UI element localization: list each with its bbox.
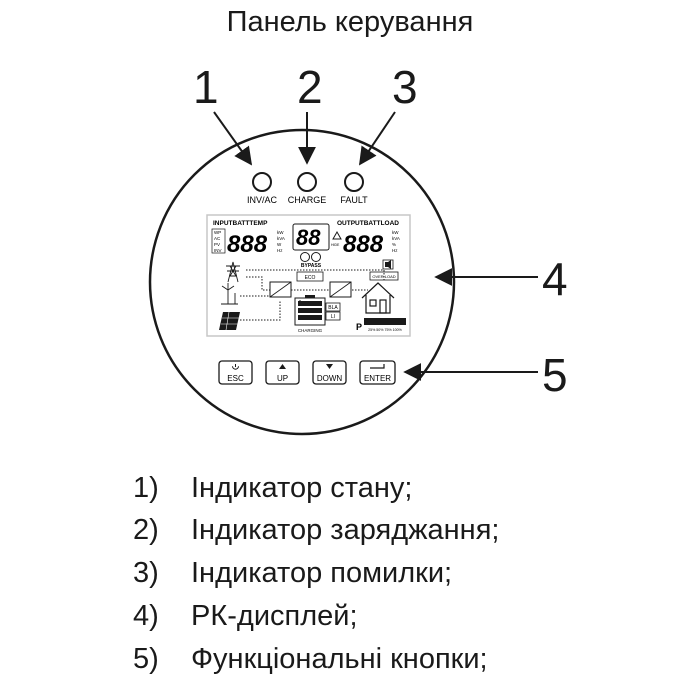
unit-right-kw: kW [392,230,399,235]
legend-item-5: 5) Функціональні кнопки; [133,643,488,676]
lcd-bla: BLA [328,305,338,311]
power-icon [232,364,239,370]
tag-ac: AC [214,236,221,241]
triangle-down-icon [326,364,333,369]
lcd-p-label: P [356,322,362,332]
unit-right-kva: kVA [392,236,400,241]
lcd-timer-icon [311,252,321,262]
up-button-label: UP [277,374,288,383]
lcd-li: LI [331,314,335,320]
callout-4: 4 [542,253,568,305]
legend-item-1: 1) Індикатор стану; [133,472,412,505]
battery-icon [294,295,326,326]
callout-3: 3 [392,61,418,113]
lcd-left-tags: WP AC PV INV [211,228,226,254]
legend-num-5: 5) [133,643,159,675]
legend-item-2: 2) Індикатор заряджання; [133,514,499,547]
legend-text-4: РК-дисплей; [191,600,358,632]
inverter-icon-left [269,281,292,298]
inverter-icon-right [329,281,352,298]
inv-ac-led [252,172,272,192]
lcd-left-digits: 888 [227,231,268,258]
legend-item-3: 3) Індикатор помилки; [133,557,452,590]
led-label-inv-ac: INV/AC [247,195,278,205]
arrow-1 [213,111,253,166]
lcd-output-header: OUTPUTBATTLOAD [337,220,399,227]
lcd-right-digits: 888 [343,231,384,258]
legend-num-1: 1) [133,472,159,504]
enter-button-label: ENTER [364,374,391,383]
tag-wp: WP [214,230,221,235]
legend-num-4: 4) [133,600,159,632]
legend-item-4: 4) РК-дисплей; [133,600,358,633]
legend-num-2: 2) [133,514,159,546]
unit-left-w: W [277,242,282,247]
legend-text-5: Функціональні кнопки; [191,643,488,675]
unit-left-kw: kW [277,230,284,235]
lcd-display: INPUTBATTTEMP OUTPUTBATTLOAD WP AC PV IN… [206,214,411,337]
lcd-load-scale: 25% 50% 75% 100% [368,328,403,332]
callout-5: 5 [542,349,568,401]
page-title: Панель керування [226,6,474,38]
lcd-right-units: kW kVA % Hz [392,230,400,253]
solar-panel-icon [219,311,240,331]
esc-button[interactable]: ESC [218,360,253,385]
callout-2: 2 [297,61,323,113]
lcd-center-digits: 88 [296,225,321,250]
led-label-fault: FAULT [340,195,368,205]
down-button[interactable]: DOWN [312,360,347,385]
charge-led [297,172,317,192]
lcd-input-header: INPUTBATTTEMP [213,220,268,227]
enter-icon [370,364,385,369]
lcd-hide-label: HIDE [331,243,340,247]
lcd-clock-icon [300,252,310,262]
unit-left-kva: kVA [277,236,285,241]
unit-right-hz: Hz [392,248,398,253]
legend-num-3: 3) [133,557,159,589]
unit-right-pct: % [392,242,396,247]
wind-turbine-icon [221,283,238,305]
lcd-bypass: BYPASS [301,263,322,269]
fault-led [344,172,364,192]
unit-left-hz: Hz [277,248,283,253]
lcd-mute-icon [382,259,394,270]
legend-text-1: Індикатор стану; [191,472,413,504]
down-button-label: DOWN [317,374,343,383]
lcd-left-units: kW kVA W Hz [277,230,285,253]
callout-1: 1 [193,61,219,113]
enter-button[interactable]: ENTER [359,360,396,385]
legend-text-2: Індикатор заряджання; [191,514,500,546]
lcd-charging: CHARGING [298,328,323,333]
lcd-overload: OVER LOAD [372,274,395,279]
lcd-load-bar [364,318,406,325]
tag-inv: INV [214,248,222,253]
triangle-up-icon [279,364,286,369]
grid-tower-icon [226,261,240,283]
tag-pv: PV [214,242,220,247]
house-icon [361,282,395,314]
up-button[interactable]: UP [265,360,300,385]
arrow-3 [358,111,396,166]
esc-button-label: ESC [227,374,244,383]
led-label-charge: CHARGE [288,195,327,205]
legend-text-3: Індикатор помилки; [191,557,453,589]
lcd-warning-icon [332,230,342,240]
lcd-eco: ECO [305,275,316,281]
